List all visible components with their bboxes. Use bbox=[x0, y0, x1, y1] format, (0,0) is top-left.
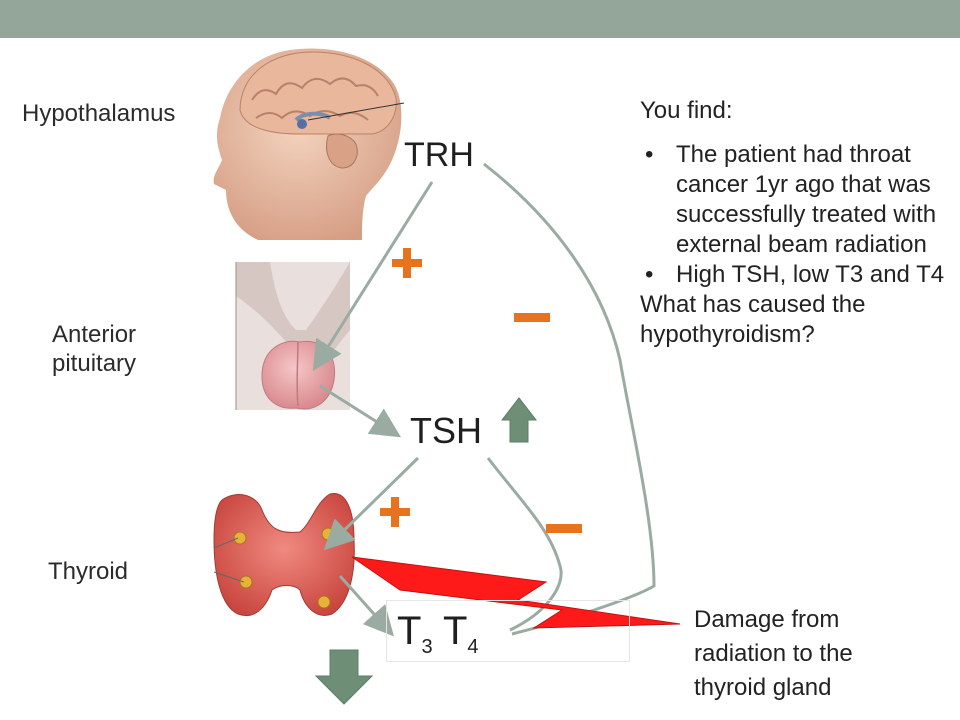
plus-sign-trh bbox=[392, 248, 422, 278]
thyroid-illustration bbox=[213, 493, 355, 616]
anterior-pituitary-label: Anterior pituitary bbox=[52, 320, 136, 378]
t4-label: T4 bbox=[442, 609, 479, 658]
anterior-pituitary-label-line1: Anterior bbox=[52, 321, 137, 348]
thyroid-label: Thyroid bbox=[48, 558, 129, 585]
lightning-bolt-icon bbox=[351, 556, 681, 629]
down-arrow-icon bbox=[314, 649, 374, 705]
t3-label: T3 bbox=[397, 609, 433, 658]
findings-list: •The patient had throat cancer 1yr ago t… bbox=[640, 140, 960, 290]
minus-sign-tsh bbox=[546, 524, 582, 533]
bullet-icon: • bbox=[645, 261, 654, 288]
damage-label: Damage from radiation to the thyroid gla… bbox=[694, 606, 853, 701]
findings-panel: You find: •The patient had throat cancer… bbox=[640, 96, 960, 350]
trh-label: TRH bbox=[404, 136, 474, 174]
findings-question: What has caused the hypothyroidism? bbox=[640, 291, 866, 348]
hypothalamus-label: Hypothalamus bbox=[22, 100, 176, 127]
tsh-to-thyroid-arrow bbox=[323, 456, 420, 551]
tsh-label: TSH bbox=[410, 410, 482, 451]
t3t4-to-pituitary-negative-arrow bbox=[486, 457, 563, 632]
pituitary-illustration bbox=[235, 262, 350, 410]
feedback-arrows bbox=[312, 162, 656, 637]
top-bar bbox=[0, 0, 960, 38]
trh-to-pituitary-arrow bbox=[312, 181, 434, 372]
pituitary-to-tsh-arrow bbox=[319, 384, 402, 438]
findings-heading: You find: bbox=[640, 97, 733, 124]
plus-sign-tsh bbox=[380, 497, 410, 527]
up-arrow-icon bbox=[500, 397, 538, 443]
finding-item: •The patient had throat cancer 1yr ago t… bbox=[645, 141, 937, 258]
t3t4-to-hypothalamus-negative-arrow bbox=[483, 162, 656, 636]
anterior-pituitary-label-line2: pituitary bbox=[52, 350, 137, 377]
hypothalamus-head-illustration bbox=[213, 48, 405, 241]
minus-sign-trh bbox=[514, 313, 550, 322]
bullet-icon: • bbox=[645, 141, 654, 168]
finding-item: •High TSH, low T3 and T4 bbox=[645, 261, 945, 288]
t3-t4-box: T3 T4 bbox=[386, 600, 630, 662]
regulation-signs bbox=[380, 248, 582, 533]
thyroid-to-t3t4-arrow bbox=[338, 575, 394, 637]
